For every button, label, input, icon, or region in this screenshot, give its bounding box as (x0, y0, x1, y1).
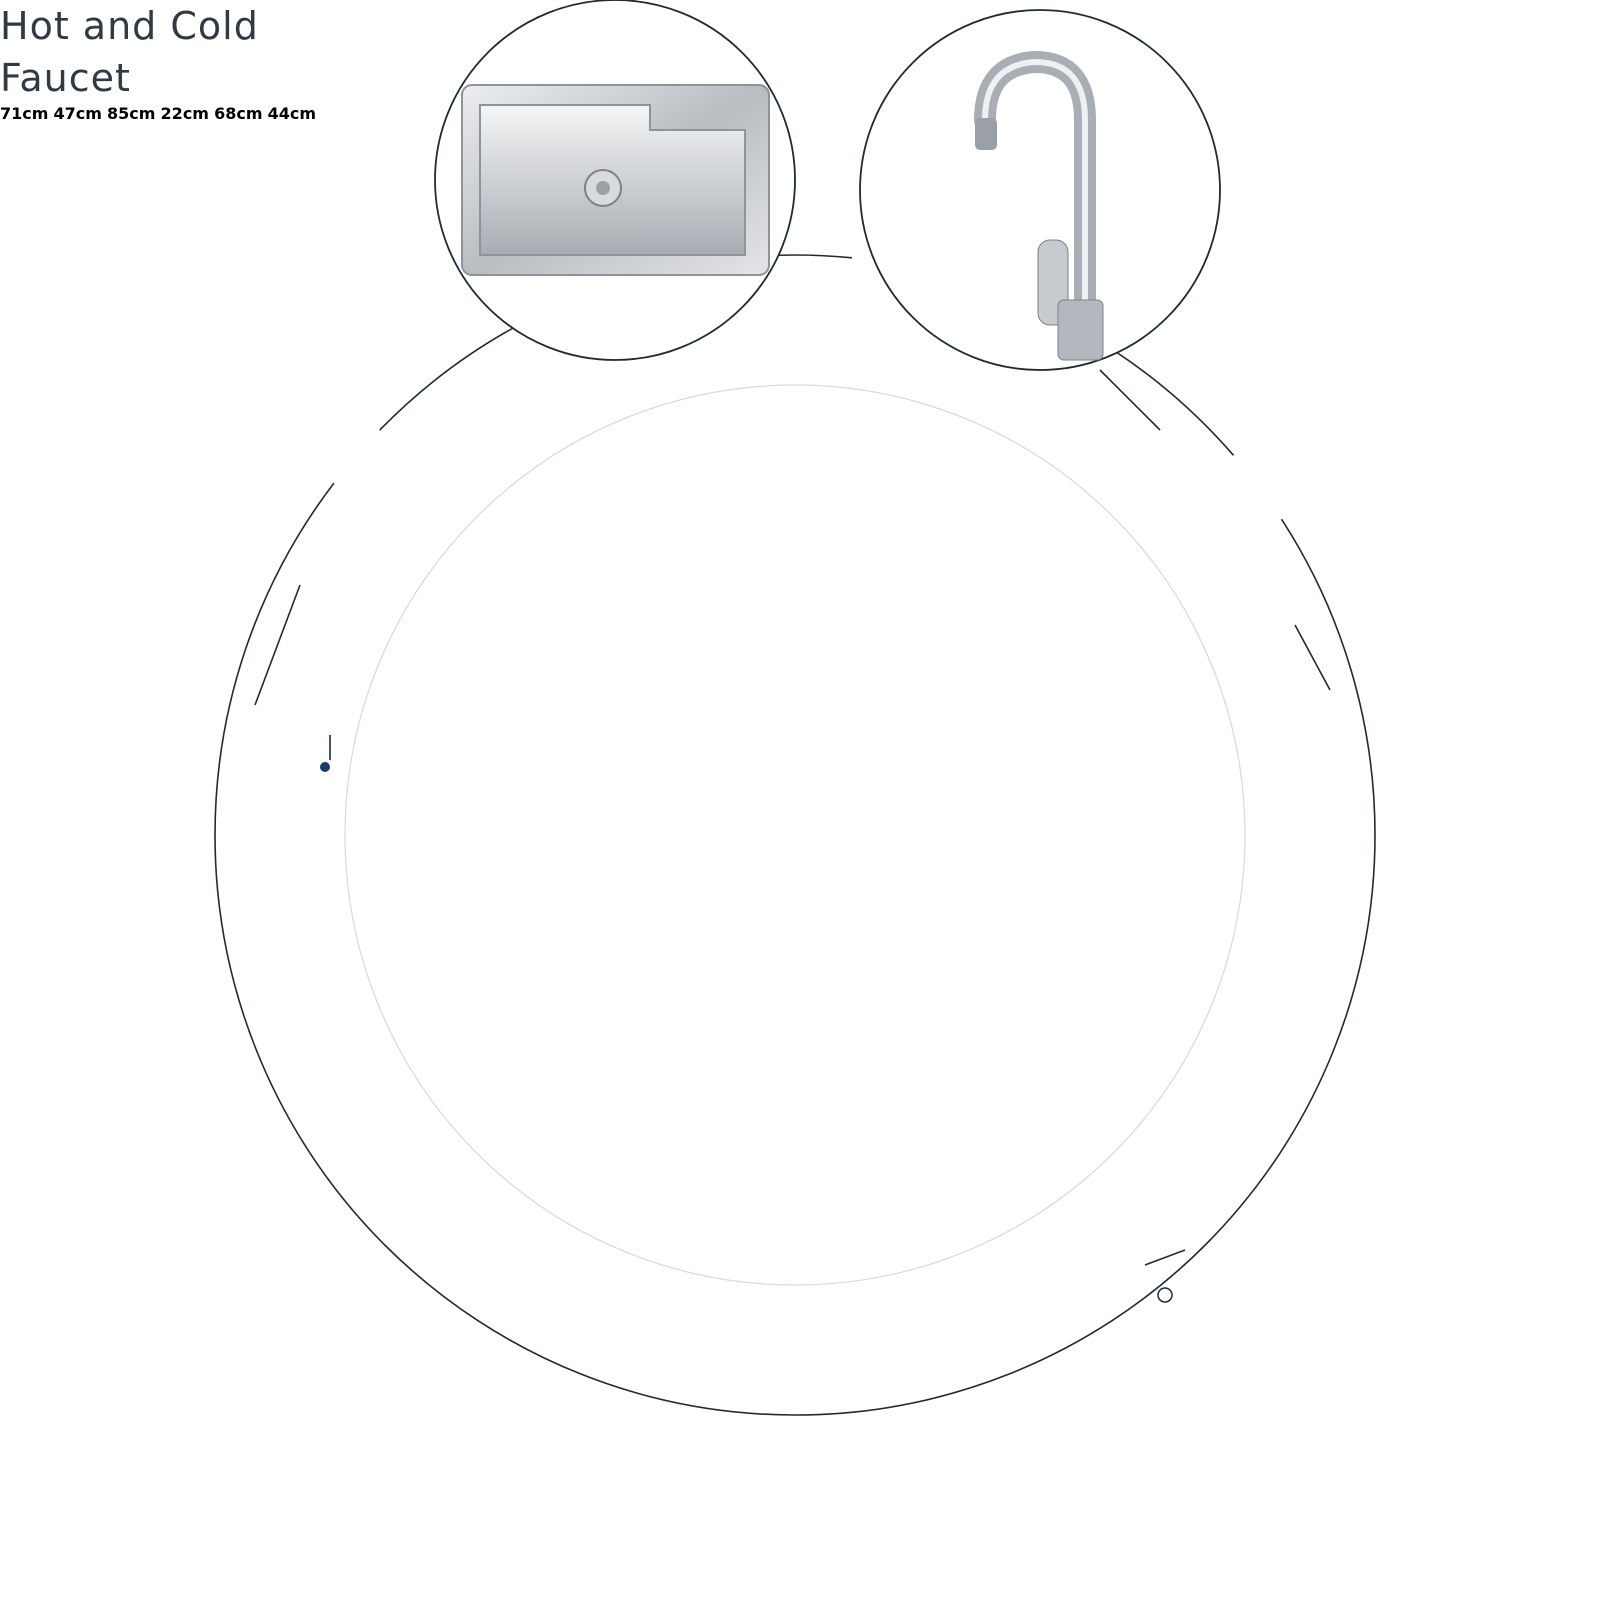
feature-label-line2: Faucet (0, 56, 131, 100)
sink-main-illustration: 71cm 47cm 85cm 22cm 68cm 44cm (0, 104, 316, 123)
connector-dot (320, 762, 330, 772)
dim-basin-depth-label: 22cm (160, 104, 209, 123)
dim-width-label: 71cm (0, 104, 49, 123)
feature-label-line1: Hot and Cold (0, 4, 259, 48)
faucet-feature-label: Hot and Cold Faucet (0, 0, 1600, 104)
dim-height-label: 85cm (107, 104, 156, 123)
connector-lines (214, 254, 1376, 1416)
connector-ring (1157, 1287, 1173, 1303)
dim-basin-length-label: 44cm (267, 104, 316, 123)
faucet-thumbnail (859, 9, 1221, 371)
dim-depth-label: 47cm (53, 104, 102, 123)
dim-basin-width-label: 68cm (214, 104, 263, 123)
sink-basin-thumbnail (434, 0, 796, 361)
